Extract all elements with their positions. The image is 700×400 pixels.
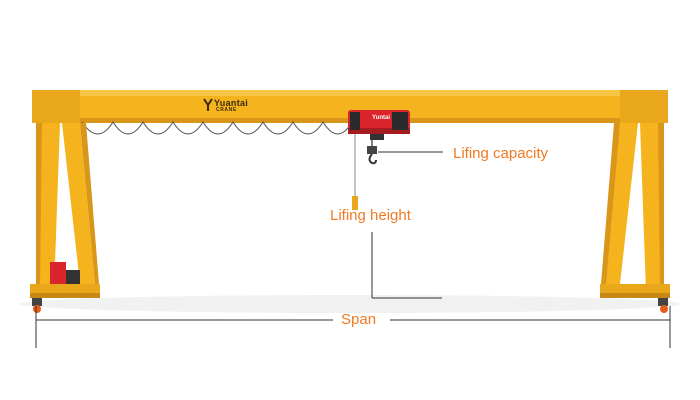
brand-logo-subtext: CRANE: [216, 107, 237, 113]
electric-hoist: [348, 110, 410, 140]
right-leg: [600, 123, 670, 313]
festoon-cable: [81, 121, 353, 135]
brand-logo-icon: [203, 98, 213, 111]
span-label: Span: [341, 311, 377, 328]
lifting-capacity-label: Lifing capacity: [453, 145, 549, 162]
left-leg: [30, 123, 100, 313]
brand-logo-text: Yuantai: [214, 98, 249, 108]
dimension-lines: [35, 151, 671, 348]
hook-assembly: [352, 134, 377, 210]
floor-shadow: [20, 295, 680, 313]
lifting-height-label: Lifing height: [330, 207, 411, 224]
hoist-logo-text: Yuntai: [372, 115, 391, 121]
